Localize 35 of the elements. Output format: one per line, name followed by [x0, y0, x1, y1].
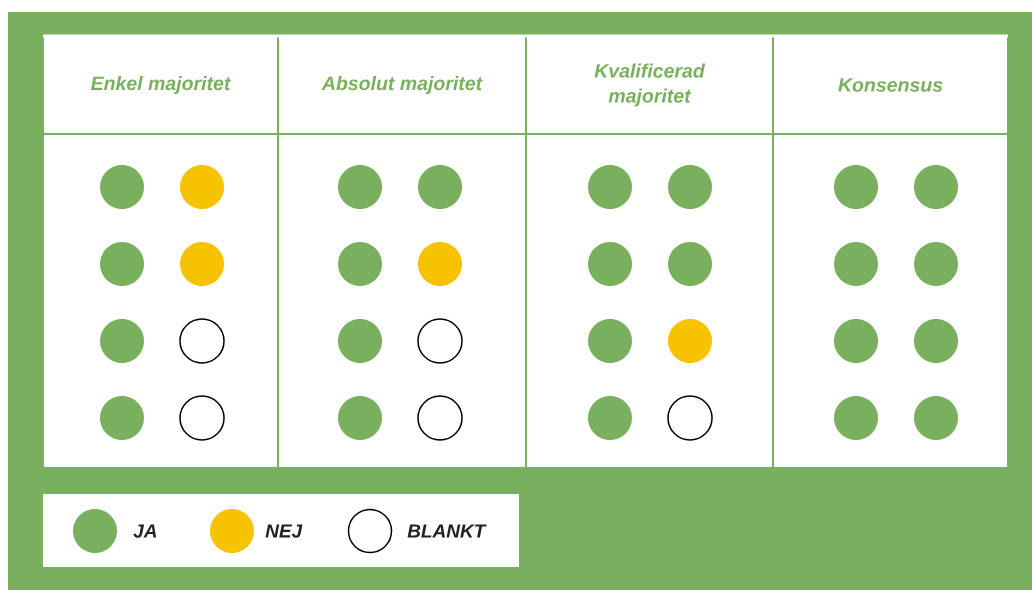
vote-circle — [668, 165, 712, 209]
vote-circle — [338, 396, 382, 440]
vote-circle — [179, 395, 225, 441]
vote-circle — [834, 242, 878, 286]
vote-circle — [914, 319, 958, 363]
vote-circle — [180, 165, 224, 209]
vote-circle — [180, 242, 224, 286]
vote-circle — [834, 165, 878, 209]
vote-circle — [914, 165, 958, 209]
vote-circle — [100, 319, 144, 363]
vote-circle — [338, 242, 382, 286]
vote-circle — [667, 395, 713, 441]
vote-circle — [417, 318, 463, 364]
vote-circle — [668, 242, 712, 286]
legend-label: JA — [133, 524, 157, 538]
vote-circle — [417, 395, 463, 441]
vote-circle — [418, 165, 462, 209]
vote-circle — [179, 318, 225, 364]
vote-circle — [588, 396, 632, 440]
vote-circle — [100, 165, 144, 209]
vote-circle — [668, 319, 712, 363]
vote-circle — [588, 165, 632, 209]
vote-circle — [834, 396, 878, 440]
vote-circle — [834, 319, 878, 363]
vote-circle — [914, 242, 958, 286]
vote-circle — [338, 319, 382, 363]
legend-label: NEJ — [265, 524, 303, 538]
vote-circle — [418, 242, 462, 286]
vote-circle — [100, 396, 144, 440]
vote-circle — [588, 319, 632, 363]
vote-circle — [338, 165, 382, 209]
legend-label: BLANKT — [407, 524, 487, 538]
vote-circle — [914, 396, 958, 440]
vote-circle — [588, 242, 632, 286]
vote-circle — [100, 242, 144, 286]
